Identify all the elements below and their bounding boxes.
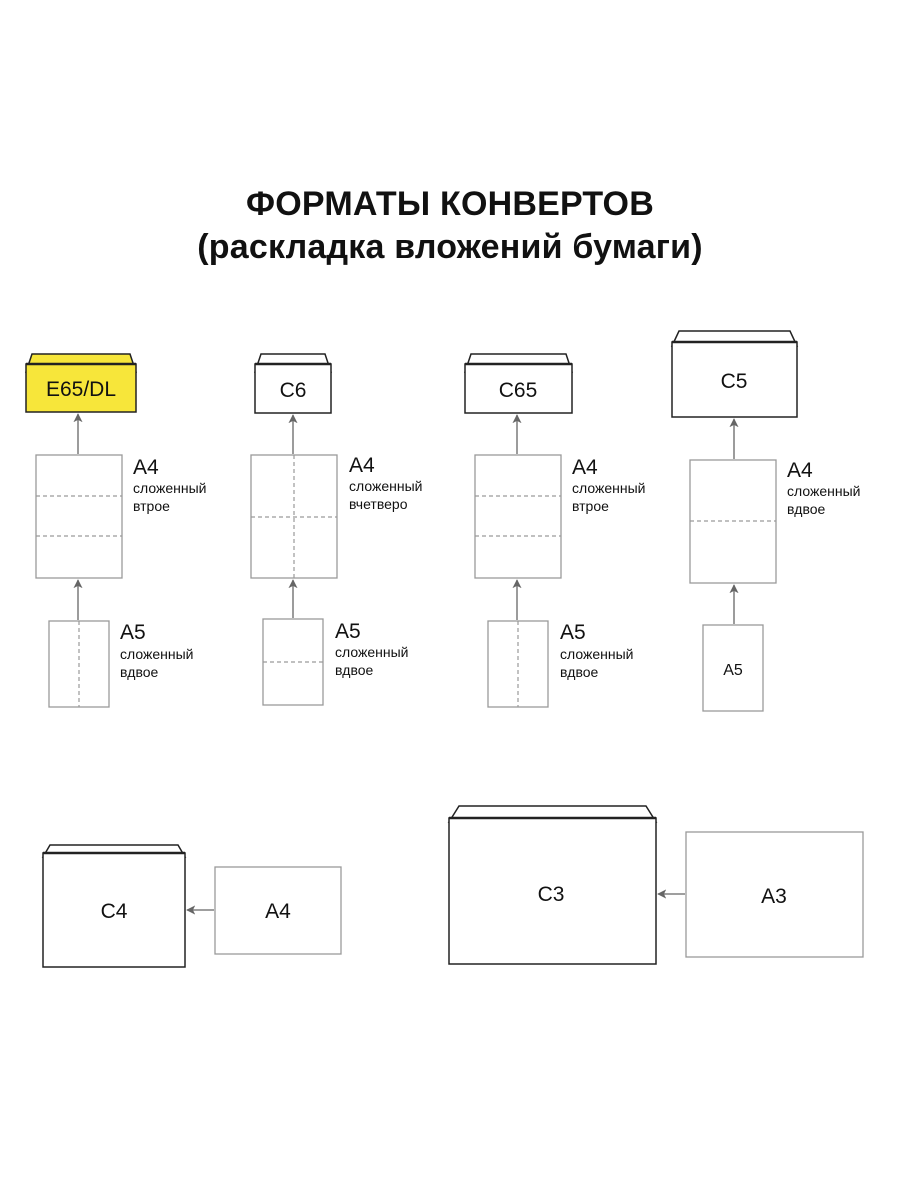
paper-a4-label: А4: [787, 459, 813, 482]
paper-a5-fold-type: вдвое: [335, 662, 374, 678]
envelope-c3: [448, 817, 657, 965]
paper-a4-label: А4: [133, 456, 159, 479]
paper-a4-fold-type: втрое: [572, 498, 609, 514]
envelope-c6: [254, 363, 332, 414]
column-c6: C6 А4 сложенный вчетверо А5 сложенный вд…: [250, 353, 422, 706]
paper-a5-fold-desc: сложенный: [335, 644, 408, 660]
paper-a4-landscape: [214, 866, 342, 955]
paper-a5-label: А5: [723, 662, 743, 679]
paper-a4-label: А4: [349, 454, 375, 477]
paper-label: А3: [761, 885, 787, 908]
group-c4: C4 А4: [41, 844, 342, 968]
paper-label: А4: [265, 900, 291, 923]
diagram-title: ФОРМАТЫ КОНВЕРТОВ: [246, 185, 654, 223]
envelope-label: C65: [499, 379, 538, 402]
paper-a5-label: А5: [335, 620, 361, 643]
paper-a4: [35, 454, 123, 579]
paper-a4-fold-type: вдвое: [787, 501, 826, 517]
paper-a4-fold-desc: сложенный: [349, 478, 422, 494]
paper-a5-fold-type: вдвое: [560, 664, 599, 680]
envelope-label: C6: [280, 379, 307, 402]
paper-a5-fold-desc: сложенный: [120, 646, 193, 662]
paper-a4: [474, 454, 562, 579]
paper-a4-fold-type: втрое: [133, 498, 170, 514]
paper-a5-label: А5: [120, 621, 146, 644]
paper-a5: [702, 624, 764, 712]
column-e65-dl: E65/DL А4 сложенный втрое А5 сложенный в…: [24, 353, 206, 708]
paper-a4-fold-desc: сложенный: [572, 480, 645, 496]
paper-a5-fold-desc: сложенный: [560, 646, 633, 662]
envelope-label: C3: [538, 883, 565, 906]
envelope-c5: [671, 341, 798, 418]
paper-a4-fold-desc: сложенный: [133, 480, 206, 496]
paper-a4-fold-type: вчетверо: [349, 496, 408, 512]
paper-a4-fold-desc: сложенный: [787, 483, 860, 499]
paper-a5-fold-type: вдвое: [120, 664, 159, 680]
envelope-label: C5: [721, 370, 748, 393]
paper-a3-landscape: [685, 831, 864, 958]
envelope-label: E65/DL: [46, 378, 116, 401]
column-c65: C65 А4 сложенный втрое А5 сложенный вдво…: [463, 353, 645, 708]
group-c3: C3 А3: [447, 805, 864, 965]
envelope-label: C4: [101, 900, 128, 923]
paper-a4-label: А4: [572, 456, 598, 479]
column-c5: C5 А4 сложенный вдвое А5: [670, 330, 860, 712]
diagram-subtitle: (раскладка вложений бумаги): [197, 228, 703, 266]
paper-a5-label: А5: [560, 621, 586, 644]
